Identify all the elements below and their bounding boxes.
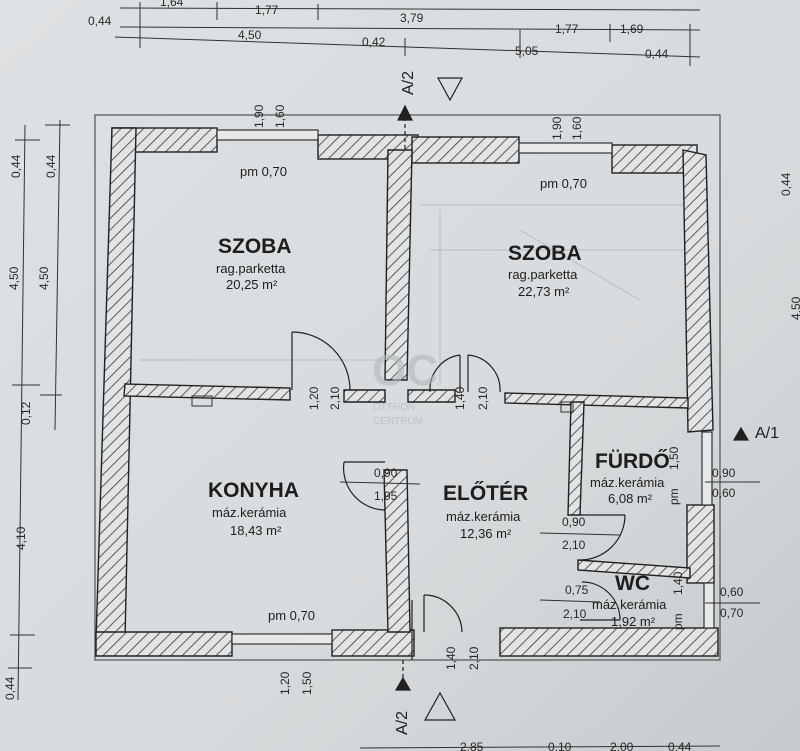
right-dim-1: 0,44 [779, 172, 793, 196]
dim-entry-door-2: 2,10 [467, 646, 481, 670]
chimney-box [191, 395, 213, 407]
dim-window-top-left-1: 1,90 [252, 104, 266, 128]
dim-window-wc-1: 0,60 [720, 585, 744, 599]
top-dim-10: 0,44 [645, 47, 669, 61]
left-dim-6: 4,10 [14, 526, 28, 550]
room-name-wc: WC [615, 572, 650, 595]
section-label-bottom: A/2 [394, 711, 411, 735]
window-pm-szoba-left: pm 0,70 [240, 164, 287, 179]
section-label-right: A/1 [755, 425, 779, 442]
section-markers [394, 77, 750, 721]
dim-door-wc-1: 0,75 [565, 583, 589, 597]
top-dim-4: 3,79 [400, 11, 424, 25]
dim-door-szoba-right-2: 2,10 [476, 386, 490, 410]
room-name-konyha: KONYHA [208, 479, 299, 502]
window-pm-szoba-right: pm 0,70 [540, 176, 587, 191]
bottom-dim-4: 0,44 [668, 740, 692, 751]
room-name-szoba-left: SZOBA [218, 235, 292, 258]
room-area-eloter: 12,36 m² [460, 526, 512, 541]
dim-entry-door-1: 1,40 [444, 646, 458, 670]
watermark-line2: CENTRUM [373, 416, 423, 427]
room-area-szoba-left: 20,25 m² [226, 277, 278, 292]
dim-window-wc-2: 0,70 [720, 606, 744, 620]
room-floor-wc: máz.kerámia [592, 597, 667, 612]
top-dimension-lines [114, 2, 701, 66]
dim-window-top-right-1: 1,90 [550, 116, 564, 140]
left-dimension-lines [8, 119, 70, 701]
room-floor-szoba-right: rag.parketta [508, 267, 578, 282]
bottom-dim-2: 0,10 [548, 740, 572, 751]
section-label-top: A/2 [400, 71, 417, 95]
faint-background-print [140, 204, 690, 385]
room-area-szoba-right: 22,73 m² [518, 284, 570, 299]
top-dim-2: 1,77 [255, 3, 279, 17]
top-dim-5: 1,77 [555, 22, 579, 36]
watermark-logo: OC [372, 346, 438, 395]
left-dim-3: 4,50 [7, 266, 21, 290]
dim-window-furdo-1: 0,90 [712, 466, 736, 480]
dim-window-furdo-2: 0,60 [712, 486, 736, 500]
room-name-szoba-right: SZOBA [508, 242, 582, 265]
top-dim-3: 0,44 [88, 14, 112, 28]
dim-door-wc-2: 2,10 [563, 607, 587, 621]
left-dim-1: 0,44 [9, 154, 23, 178]
room-floor-furdo: máz.kerámia [590, 475, 665, 490]
duct-box [560, 401, 574, 413]
window-pm-furdo: pm [667, 488, 681, 505]
window-pm-wc: pm [671, 613, 685, 630]
dim-door-furdo-2: 2,10 [562, 538, 586, 552]
watermark-line1: OTTHON [373, 402, 415, 413]
dim-window-wc-3: 1,40 [671, 571, 685, 595]
dim-window-konyha-1: 1,20 [278, 671, 292, 695]
room-floor-eloter: máz.kerámia [446, 509, 521, 524]
dim-line-furdo-door [539, 532, 621, 536]
bottom-dimension-line [359, 745, 721, 749]
left-dim-4: 4,50 [37, 266, 51, 290]
dim-line-konyha-door [339, 481, 421, 485]
room-area-wc: 1,92 m² [611, 614, 656, 629]
bottom-dim-1: 2,85 [460, 740, 484, 751]
room-area-furdo: 6,08 m² [608, 491, 653, 506]
window-openings [216, 129, 715, 645]
dim-door-konyha-1: 0,90 [374, 466, 398, 480]
dim-door-konyha-2: 1,95 [374, 489, 398, 503]
walls [95, 127, 719, 657]
bottom-dim-3: 2,00 [610, 740, 634, 751]
room-name-eloter: ELŐTÉR [443, 482, 528, 505]
room-name-furdo: FÜRDŐ [595, 450, 670, 473]
dim-line-wc-door [539, 599, 601, 603]
left-dim-2: 0,44 [44, 154, 58, 178]
dim-window-top-right-2: 1,60 [570, 116, 584, 140]
right-dim-2: 4,50 [789, 296, 800, 320]
dim-window-top-left-2: 1,60 [273, 104, 287, 128]
window-pm-konyha: pm 0,70 [268, 608, 315, 623]
dim-door-szoba-left-2: 2,10 [328, 386, 342, 410]
left-dim-7: 0,44 [3, 676, 17, 700]
top-dim-9: 5,05 [515, 44, 539, 58]
top-dim-6: 1,69 [620, 22, 644, 36]
room-area-konyha: 18,43 m² [230, 523, 282, 538]
dim-window-furdo-3: 1,50 [667, 446, 681, 470]
top-dim-8: 0,42 [362, 35, 386, 49]
top-dim-7: 4,50 [238, 28, 262, 42]
dim-window-konyha-2: 1,50 [300, 671, 314, 695]
dim-door-szoba-right-1: 1,40 [453, 386, 467, 410]
room-floor-szoba-left: rag.parketta [216, 261, 286, 276]
room-floor-konyha: máz.kerámia [212, 505, 287, 520]
top-dim-1: 1,64 [160, 0, 184, 9]
door-swings [291, 331, 626, 660]
dim-door-furdo-1: 0,90 [562, 515, 586, 529]
dim-door-szoba-left-1: 1,20 [307, 386, 321, 410]
left-dim-5: 0,12 [19, 401, 33, 425]
